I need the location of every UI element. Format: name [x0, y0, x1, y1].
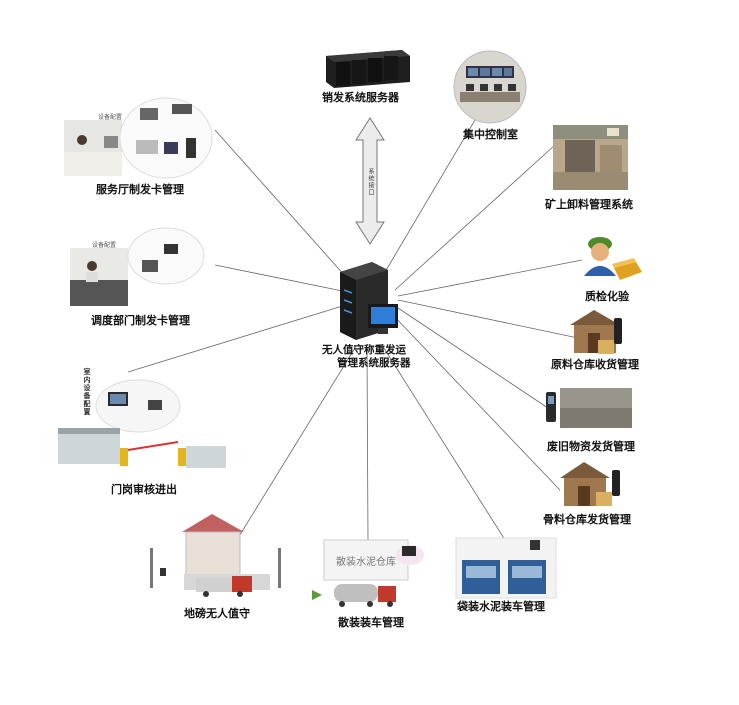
label-bulk-loading: 散装装车管理 [338, 616, 404, 629]
line-bulk [366, 349, 369, 541]
line-quality [397, 259, 583, 297]
line-bag [381, 344, 506, 541]
center-label-line2: 管理系统服务器 [337, 357, 411, 369]
bulk-loading-scene [312, 539, 424, 607]
line-scrap [394, 305, 549, 409]
line-gate [127, 299, 363, 373]
scrap-photo [546, 388, 632, 428]
system-interface-arrow [355, 117, 385, 245]
indoor-equip-label: 室内设备配置 [83, 368, 92, 416]
label-bag-cement: 袋装水泥装车管理 [457, 600, 545, 613]
label-service-hall: 服务厅制发卡管理 [96, 183, 184, 196]
aggregate-house-icon [560, 462, 620, 506]
label-gate: 门岗审核进出 [111, 483, 177, 496]
label-raw-storage: 原料仓库收货管理 [551, 358, 639, 371]
service-hall-photo [64, 97, 213, 179]
mine-unload-photo [553, 125, 628, 190]
bulk-silo-label: 散装水泥仓库 [336, 557, 396, 568]
label-control-room: 集中控制室 [463, 128, 518, 141]
line-mine [394, 144, 556, 291]
dispatch-photo [70, 227, 205, 306]
label-quality: 质检化验 [585, 290, 629, 303]
label-weighbridge: 地磅无人值守 [184, 607, 250, 620]
line-service-hall [214, 129, 363, 296]
line-dispatch [214, 264, 363, 296]
center-label-line1: 无人值守称重发运 [322, 344, 406, 356]
label-sales-server: 销发系统服务器 [322, 91, 399, 104]
raw-storage-house-icon [570, 310, 622, 354]
sales-server-icon [326, 50, 410, 88]
arrow-label: 系统接口 [367, 168, 374, 196]
label-mine-unload: 矿上卸料管理系统 [545, 198, 633, 211]
equip-config-label-1: 设备配置 [98, 114, 123, 121]
central-server-icon [340, 262, 398, 340]
control-room-icon [453, 50, 527, 124]
equip-config-label-2: 设备配置 [92, 242, 117, 249]
label-dispatch: 调度部门制发卡管理 [91, 314, 190, 327]
label-aggregate: 骨料仓库发货管理 [543, 513, 631, 526]
inspector-icon [584, 237, 642, 280]
line-raw [397, 299, 579, 339]
connection-lines [127, 114, 583, 541]
label-scrap: 废旧物资发货管理 [547, 440, 635, 453]
bag-cement-scene [455, 537, 557, 599]
line-weighbridge [237, 347, 356, 539]
gate-scene [58, 379, 226, 468]
weighbridge-scene [150, 514, 281, 597]
line-control-room [384, 114, 479, 273]
line-aggregate [389, 311, 561, 491]
